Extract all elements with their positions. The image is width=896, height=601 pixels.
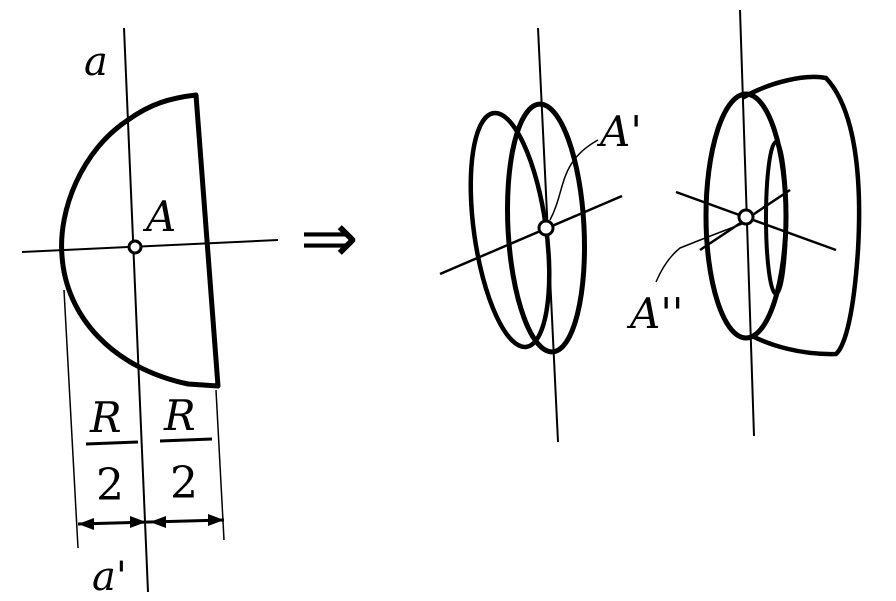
right-outer-shell	[740, 74, 862, 357]
middle-front-ellipse	[505, 101, 587, 355]
label-point-A-prime: A'	[596, 107, 642, 156]
fraction-left-denominator: 2	[96, 460, 124, 511]
point-A-marker	[127, 239, 143, 255]
point-A-prime-marker	[537, 219, 555, 237]
label-axis-a: a	[84, 39, 108, 85]
middle-tilted-axis	[439, 194, 623, 276]
middle-figure	[439, 27, 623, 443]
half-disc-outline	[59, 92, 221, 389]
fraction-left-numerator: R	[89, 393, 122, 442]
dimension-arrow-mid-in	[130, 516, 146, 528]
extension-line-left	[63, 289, 79, 549]
right-tilted-axis-1	[675, 190, 837, 252]
right-small-ellipse	[764, 140, 788, 296]
horizontal-axis-left	[21, 239, 279, 253]
transform-arrow: ⇒	[300, 197, 359, 279]
fraction-right-denominator: 2	[170, 458, 198, 509]
dimension-arrow-mid-out	[150, 516, 166, 528]
fraction-right-numerator: R	[163, 391, 196, 440]
fraction-bar-right	[159, 437, 213, 443]
leader-A-prime	[549, 139, 599, 221]
dimension-arrow-right-end	[208, 514, 224, 526]
dimension-arrow-left-end	[78, 518, 94, 530]
left-figure	[21, 27, 279, 593]
label-axis-a-prime: a'	[92, 554, 127, 600]
point-A-double-prime-marker	[737, 208, 755, 226]
leader-A-double-prime	[655, 223, 743, 283]
right-figure	[655, 9, 862, 437]
extension-line-right	[215, 389, 225, 541]
fraction-bar-left	[85, 440, 139, 446]
label-point-A-double-prime: A''	[626, 289, 683, 338]
label-point-A: A	[142, 192, 176, 241]
